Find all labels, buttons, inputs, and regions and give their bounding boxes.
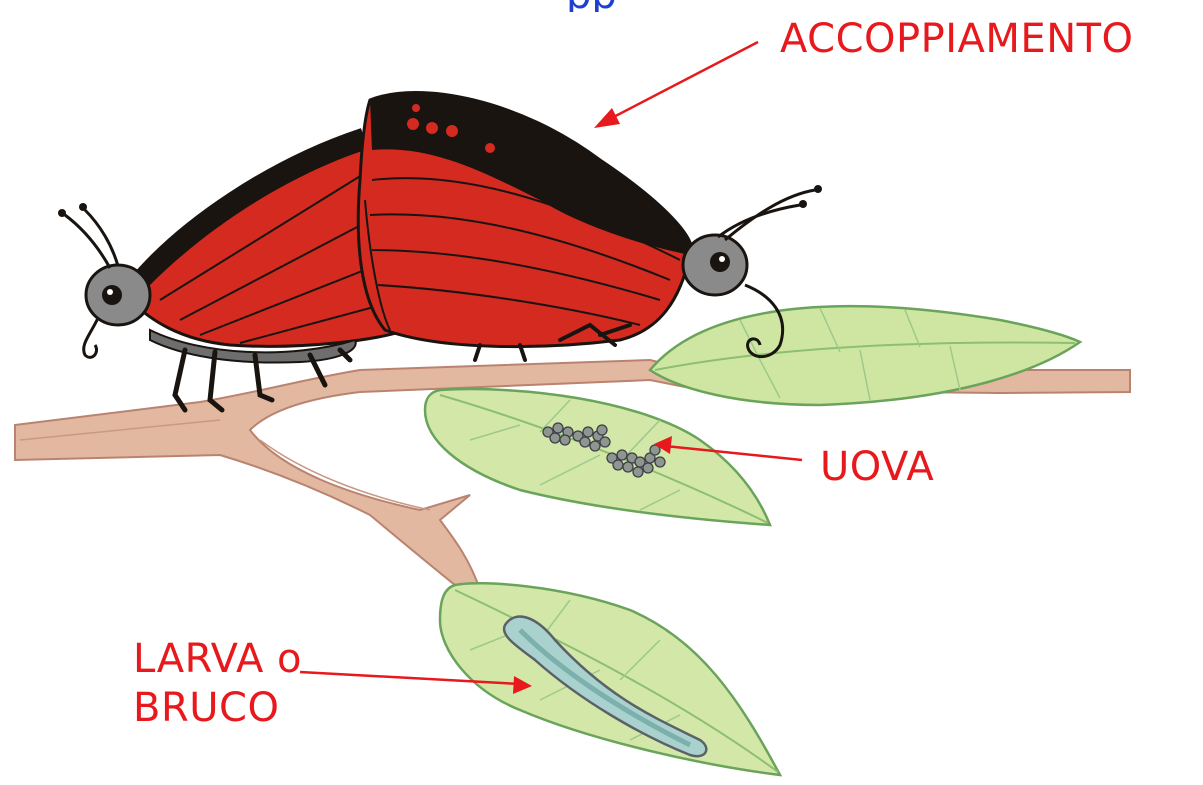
label-mating: ACCOPPIAMENTO	[780, 16, 1134, 62]
label-larva-line1: LARVA o	[133, 636, 302, 682]
label-eggs: UOVA	[820, 444, 934, 490]
butterfly-icon	[58, 130, 405, 410]
arrow-mating	[594, 42, 758, 128]
leaf-icon	[440, 583, 780, 775]
leaf-icon	[425, 389, 770, 525]
label-larva-line2: BRUCO	[133, 685, 279, 731]
